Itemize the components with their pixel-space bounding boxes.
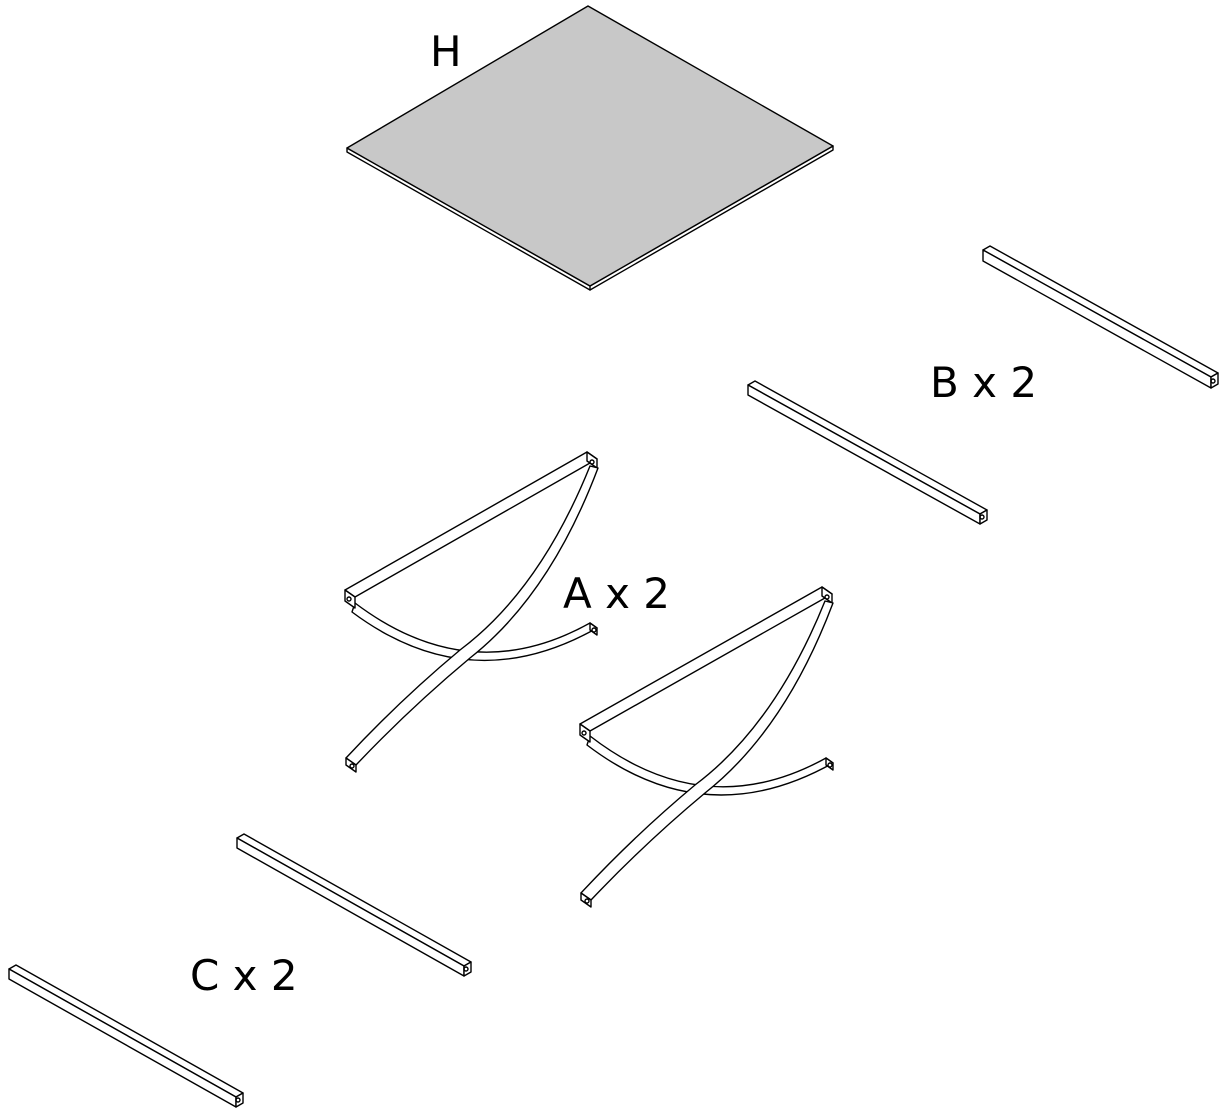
- leg-frame-a-1: [344, 451, 599, 773]
- part-label-b: B x 2: [930, 358, 1038, 407]
- part-label-a: A x 2: [563, 569, 671, 618]
- part-label-c: C x 2: [190, 951, 298, 1000]
- bar-c-1: [236, 833, 472, 977]
- panel-h: [346, 5, 834, 291]
- bar-b-2: [747, 380, 988, 525]
- bar-c-2: [8, 964, 244, 1108]
- part-label-h: H: [430, 27, 462, 76]
- bar-b-1: [982, 245, 1219, 389]
- leg-frame-a-2: [579, 586, 834, 908]
